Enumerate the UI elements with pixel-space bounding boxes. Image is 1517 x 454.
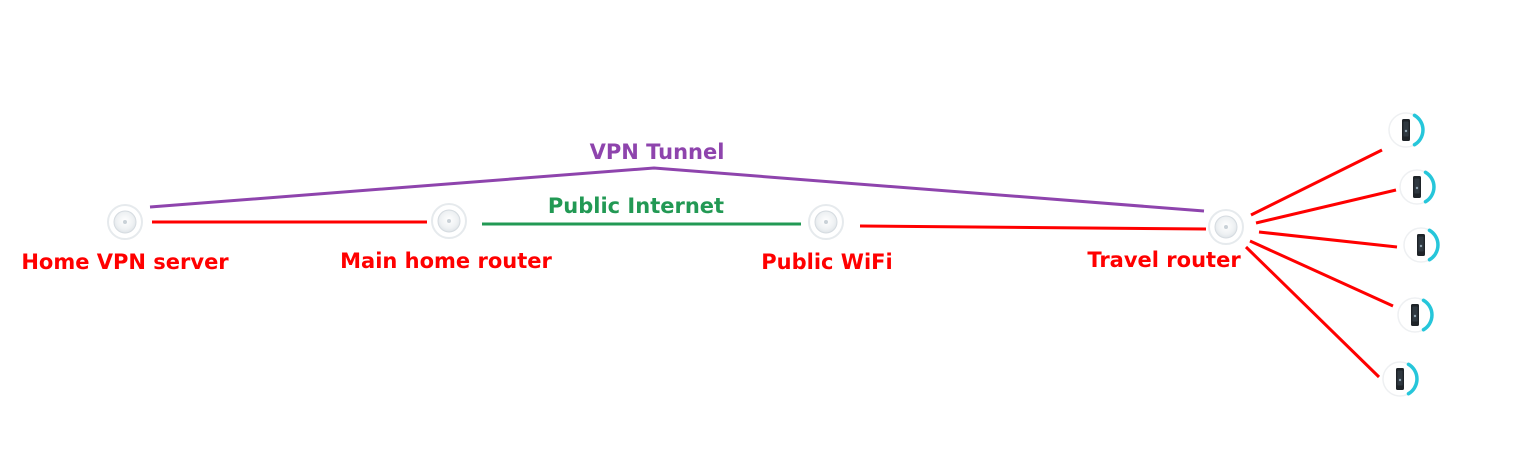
access-point-icon: [1208, 209, 1244, 245]
client-device[interactable]: [1399, 169, 1436, 205]
wifi-signal-arc: [1406, 362, 1419, 396]
public-internet-label: Public Internet: [548, 194, 724, 218]
home-vpn-server-label: Home VPN server: [21, 250, 229, 274]
travel-router-node[interactable]: [1208, 209, 1244, 245]
client-device[interactable]: [1388, 112, 1425, 148]
public-wifi-label: Public WiFi: [761, 250, 892, 274]
wifi-signal-arc: [1427, 228, 1440, 262]
travel-router-label: Travel router: [1087, 248, 1241, 272]
wifi-signal-arc: [1423, 170, 1436, 204]
client-link-4: [1249, 239, 1394, 308]
access-point-icon: [107, 204, 143, 240]
main-home-router-label: Main home router: [340, 249, 552, 273]
home-vpn-server-node[interactable]: [107, 204, 143, 240]
client-link-1: [1250, 148, 1383, 217]
vpn-tunnel-link: [149, 166, 1205, 213]
client-link-5: [1244, 245, 1381, 379]
client-link-2: [1255, 188, 1397, 225]
vpn-tunnel-label: VPN Tunnel: [590, 140, 725, 164]
main-home-router-node[interactable]: [431, 203, 467, 239]
wifi-signal-arc: [1412, 113, 1425, 147]
client-device[interactable]: [1403, 227, 1440, 263]
wifi-signal-arc: [1421, 298, 1434, 332]
access-point-icon: [431, 203, 467, 239]
links-layer: [149, 148, 1398, 379]
lan-link-wifi-to-travel-router: [859, 224, 1207, 231]
access-point-icon: [808, 204, 844, 240]
client-device[interactable]: [1382, 361, 1419, 397]
public-wifi-node[interactable]: [808, 204, 844, 240]
client-link-3: [1258, 230, 1398, 249]
client-device[interactable]: [1397, 297, 1434, 333]
